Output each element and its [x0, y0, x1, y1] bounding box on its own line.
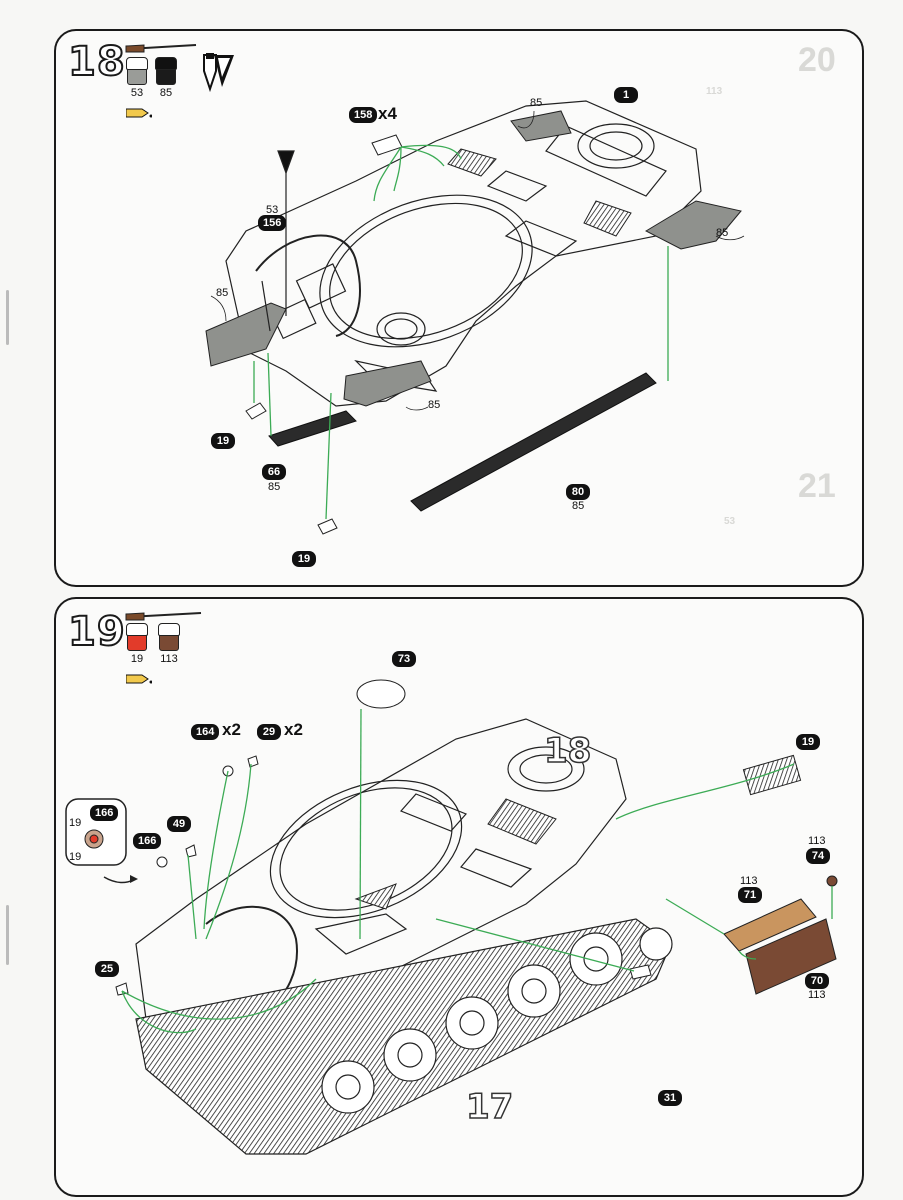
paint-callout: 19 — [69, 817, 82, 829]
black-nozzle-icon — [214, 55, 234, 87]
part-tag: 19 — [211, 433, 235, 449]
paint-callout: 85 — [572, 500, 585, 512]
quantity: x2 — [222, 720, 241, 739]
quantity: x4 — [378, 104, 397, 123]
binding-mark-bottom — [6, 905, 9, 965]
track-guard-part-80 — [410, 372, 657, 512]
bracket-part-19 — [317, 518, 338, 535]
glue-tube-icon — [126, 108, 152, 118]
paint-callout: 85 — [530, 97, 543, 109]
stowage-bin-part-71 — [723, 898, 817, 952]
part-tag: 19 — [292, 551, 316, 567]
track-step-reference: 17 — [465, 1086, 514, 1128]
part-tag: 25 — [95, 961, 119, 977]
paintbrush-icon — [125, 612, 202, 621]
fitting-part-166 — [156, 856, 168, 868]
paint-callout: 85 — [428, 399, 441, 411]
ghost-step-20: 20 — [798, 41, 836, 79]
nozzle-icons — [203, 53, 234, 93]
part-tag: 66 — [262, 464, 286, 480]
bracket-part-31 — [629, 964, 652, 980]
paint-callout: 85 — [716, 227, 729, 239]
stowage-bin-part-70 — [745, 918, 837, 995]
paintbrush-icon — [125, 44, 197, 53]
paint-callout: 19 — [69, 851, 82, 863]
part-tag: 164 — [191, 724, 220, 740]
step-number: 18 — [67, 38, 126, 86]
part-tag: 29 — [257, 724, 281, 740]
paint-callout: 53 — [266, 204, 279, 216]
part-tag: 71 — [738, 887, 762, 903]
ghost-code: 113 — [706, 86, 723, 97]
bracket-part-19 — [245, 402, 267, 420]
paint-callout: 113 — [808, 835, 826, 847]
engine-grille — [447, 148, 632, 237]
quantity: x2 — [284, 720, 303, 739]
bracket-part-49 — [185, 844, 197, 858]
paint-callout: 113 — [808, 989, 826, 1001]
paint-code: 85 — [159, 87, 173, 99]
part-tag: 166 — [133, 833, 162, 849]
hull-step-reference: 18 — [543, 730, 592, 772]
glue-tube-icon — [126, 674, 152, 684]
track-guard-part-66 — [268, 410, 357, 447]
paint-code: 19 — [130, 653, 144, 665]
hull-top-drawing — [205, 100, 745, 535]
ghost-code: 53 — [724, 516, 736, 527]
step-19-panel: 19 19 113 166 19 19 — [54, 597, 864, 1197]
part-tag: 156 — [258, 215, 287, 231]
paint-callout: 85 — [216, 287, 229, 299]
paint-pot: 113 — [158, 623, 180, 665]
part-tag: 158 — [349, 107, 378, 123]
part-tag: 73 — [392, 651, 416, 667]
paint-code: 53 — [130, 87, 144, 99]
hatch-lid-part-73 — [356, 679, 406, 709]
part-tag: 80 — [566, 484, 590, 500]
fitting-part-74 — [826, 875, 838, 887]
part-tag: 166 — [90, 805, 119, 821]
paint-callout: 113 — [740, 875, 758, 887]
antenna-part-156 — [261, 150, 295, 332]
fitting-part-29 — [247, 755, 259, 768]
radiator-part-19 — [742, 754, 802, 796]
paint-pot: 85 — [155, 57, 177, 99]
ghost-step-21: 21 — [798, 467, 836, 505]
track-assembly — [135, 918, 673, 1155]
paint-pot: 19 — [126, 623, 148, 665]
part-tag: 49 — [167, 816, 191, 832]
step-18-panel: 20 21 113 53 18 53 85 — [54, 29, 864, 587]
part-tag: 1 — [614, 87, 638, 103]
step-number: 19 — [67, 608, 126, 656]
binding-mark-top — [6, 290, 9, 345]
paint-pot: 53 — [126, 57, 148, 99]
hull-assembly-drawing — [115, 679, 838, 1155]
paint-code: 113 — [160, 653, 178, 665]
part-tag: 31 — [658, 1090, 682, 1106]
paint-callout: 85 — [268, 481, 281, 493]
part-tag: 70 — [805, 973, 829, 989]
part-tag: 74 — [806, 848, 830, 864]
part-tag: 19 — [796, 734, 820, 750]
